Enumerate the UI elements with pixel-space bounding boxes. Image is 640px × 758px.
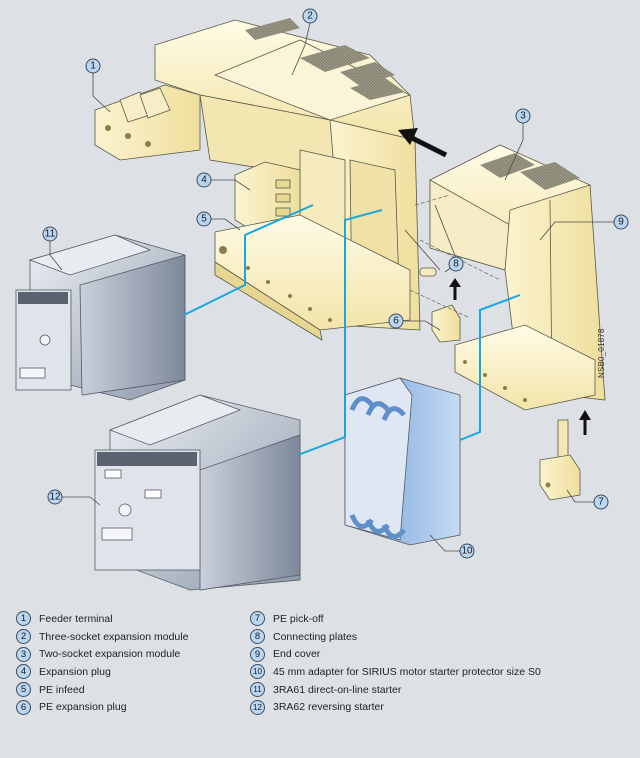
- pe-expansion-plug: [431, 304, 461, 343]
- legend-column-right: 7 PE pick-off 8 Connecting plates 9 End cov…: [250, 610, 541, 716]
- svg-text:8: 8: [453, 259, 459, 270]
- expansion-plug: [234, 161, 301, 236]
- legend-label: 3RA62 reversing starter: [273, 701, 384, 714]
- callout-3: 3: [504, 108, 531, 181]
- legend-number-badge: 5: [16, 682, 31, 698]
- feeder-terminal: [94, 84, 201, 161]
- legend-item: 8 Connecting plates: [250, 628, 541, 646]
- callout-11: 11: [42, 226, 63, 271]
- callout-8: 8: [434, 204, 464, 273]
- svg-text:9: 9: [618, 217, 624, 228]
- document-id: NSB0_01878: [597, 328, 606, 378]
- legend-item: 1 Feeder terminal: [16, 610, 188, 628]
- connection-line-starter-11: [183, 204, 314, 316]
- connecting-plates: [404, 229, 441, 277]
- legend-number-badge: 9: [250, 646, 265, 662]
- legend-number-badge: 2: [16, 629, 31, 645]
- two-socket-expansion-module: [429, 144, 591, 271]
- legend-item: 11 3RA61 direct-on-line starter: [250, 681, 541, 699]
- legend-number-badge: 7: [250, 611, 265, 627]
- callout-1: 1: [85, 58, 111, 113]
- legend-number-badge: 1: [16, 611, 31, 627]
- svg-text:4: 4: [201, 175, 207, 186]
- callout-6: 6: [388, 313, 441, 331]
- legend-label: PE infeed: [39, 683, 85, 696]
- legend-item: 3 Two-socket expansion module: [16, 645, 188, 663]
- pe-infeed-busbar: [214, 214, 411, 341]
- direct-on-line-starter: [15, 234, 186, 401]
- legend-number-badge: 4: [16, 664, 31, 680]
- legend-label: 3RA61 direct-on-line starter: [273, 683, 402, 696]
- svg-text:1: 1: [90, 61, 96, 72]
- legend-item: 12 3RA62 reversing starter: [250, 698, 541, 716]
- mounting-direction-arrow: [398, 128, 448, 158]
- connection-lines: [183, 204, 521, 456]
- callout-9: 9: [539, 214, 629, 241]
- legend-item: 4 Expansion plug: [16, 663, 188, 681]
- legend-item: 9 End cover: [250, 645, 541, 663]
- legend-item: 6 PE expansion plug: [16, 698, 188, 716]
- legend-label: Connecting plates: [273, 630, 358, 643]
- callout-7: 7: [566, 489, 609, 510]
- svg-text:2: 2: [307, 11, 313, 22]
- legend-item: 2 Three-socket expansion module: [16, 628, 188, 646]
- legend-item: 10 45 mm adapter for SIRIUS motor starter…: [250, 663, 541, 681]
- legend-label: Three-socket expansion module: [39, 630, 189, 643]
- motor-starter-adapter: [344, 377, 461, 546]
- svg-text:5: 5: [201, 214, 207, 225]
- svg-text:10: 10: [461, 546, 473, 557]
- exploded-assembly-diagram: 1 2 3 4 5 6 7 8 9 10 11 12: [15, 8, 629, 591]
- reversing-starter: [94, 394, 301, 591]
- legend-number-badge: 3: [16, 646, 31, 662]
- legend-number-badge: 6: [16, 699, 31, 715]
- callout-2: 2: [291, 8, 318, 76]
- legend-number-badge: 11: [250, 682, 265, 698]
- callout-12: 12: [47, 489, 101, 506]
- legend-label: PE expansion plug: [39, 701, 127, 714]
- legend-column-left: 1 Feeder terminal 2 Three-socket expansion…: [16, 610, 188, 716]
- callout-5: 5: [196, 211, 241, 231]
- svg-text:3: 3: [520, 111, 526, 122]
- legend-label: 45 mm adapter for SIRIUS motor starter p…: [273, 665, 541, 678]
- callout-4: 4: [196, 172, 251, 191]
- pe-pick-off: [539, 419, 581, 501]
- svg-text:11: 11: [45, 229, 56, 240]
- legend-item: 7 PE pick-off: [250, 610, 541, 628]
- connection-line-adapter-busbar: [459, 294, 521, 441]
- legend-item: 5 PE infeed: [16, 681, 188, 699]
- svg-text:6: 6: [393, 316, 399, 327]
- insertion-arrow-2: [579, 410, 591, 435]
- legend-label: Two-socket expansion module: [39, 648, 181, 661]
- legend-label: PE pick-off: [273, 612, 324, 625]
- svg-text:7: 7: [598, 497, 604, 508]
- legend-label: End cover: [273, 648, 321, 661]
- two-socket-busbar: [454, 324, 596, 411]
- insertion-arrow-1: [449, 278, 461, 300]
- legend-label: Feeder terminal: [39, 612, 113, 625]
- svg-text:12: 12: [49, 492, 61, 503]
- legend-number-badge: 12: [250, 699, 265, 715]
- legend-number-badge: 8: [250, 629, 265, 645]
- legend: 1 Feeder terminal 2 Three-socket expansion…: [0, 600, 640, 758]
- legend-label: Expansion plug: [39, 665, 111, 678]
- callout-10: 10: [429, 534, 475, 559]
- legend-number-badge: 10: [250, 664, 265, 680]
- connection-line-starter-12-adapter: [297, 209, 383, 456]
